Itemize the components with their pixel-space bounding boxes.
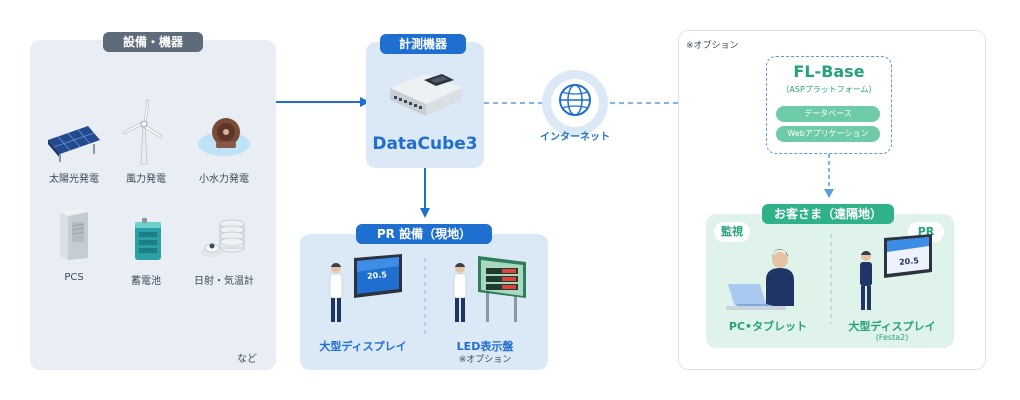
flbase-subtitle: （ASPプラットフォーム） xyxy=(781,85,877,94)
pcs-cabinet-icon xyxy=(60,208,88,260)
device-name: DataCube3 xyxy=(372,134,478,154)
battery-storage-icon xyxy=(135,218,161,260)
led-board-icon xyxy=(478,256,526,322)
customer-divider xyxy=(830,234,832,324)
database-badge: データベース xyxy=(776,106,880,122)
equipment-item-pcs: PCS xyxy=(64,272,84,283)
webapp-badge: Webアプリケーション xyxy=(776,126,880,142)
device-title: 計測機器 xyxy=(380,34,466,54)
led-board-note: ※オプション xyxy=(458,355,512,365)
festa-display-label: 大型ディスプレイ xyxy=(848,320,936,333)
pc-tablet-label: PC•タブレット xyxy=(728,320,808,333)
festa-display-sublabel: (Festa2) xyxy=(875,333,909,342)
hydro-turbine-icon xyxy=(198,118,250,156)
equipment-item-battery: 蓄電池 xyxy=(131,276,161,287)
datacube-device-icon xyxy=(390,74,462,116)
globe-icon xyxy=(542,70,608,136)
flow-arrow-flbase-to-customer xyxy=(824,154,834,198)
equipment-item-hydro: 小水力発電 xyxy=(199,174,249,185)
weather-sensor-icon xyxy=(201,219,245,257)
equipment-title: 設備・機器 xyxy=(103,32,203,52)
equipment-panel xyxy=(30,40,276,370)
person-icon xyxy=(329,262,343,322)
equipment-item-wind: 風力発電 xyxy=(126,174,166,185)
monitor-tag: 監視 xyxy=(714,222,750,242)
option-note: ※オプション xyxy=(686,41,739,51)
equipment-item-solar: 太陽光発電 xyxy=(49,174,99,185)
wind-turbine-icon xyxy=(122,99,163,165)
solar-panel-icon xyxy=(48,126,100,162)
equipment-note: など xyxy=(237,354,257,365)
large-display-icon xyxy=(354,254,402,298)
pr-local-divider xyxy=(424,258,426,336)
person-icon xyxy=(453,262,467,322)
equipment-item-weather: 日射・気温計 xyxy=(194,276,254,287)
flow-arrow-device-to-pr xyxy=(420,168,430,218)
customer-title: お客さま（遠隔地） xyxy=(762,204,894,224)
large-display-icon xyxy=(884,234,932,278)
led-board-label: LED表示盤 xyxy=(456,340,514,353)
internet-label: インターネット xyxy=(540,132,610,143)
pr-local-title: PR 設備（現地） xyxy=(356,224,492,244)
pr-local-panel xyxy=(300,234,548,370)
flbase-title: FL-Base xyxy=(793,62,865,81)
laptop-user-icon xyxy=(726,249,794,310)
person-icon xyxy=(860,250,872,310)
local-display-label: 大型ディスプレイ xyxy=(319,340,407,353)
flow-arrow-equipment-to-device xyxy=(276,97,370,107)
